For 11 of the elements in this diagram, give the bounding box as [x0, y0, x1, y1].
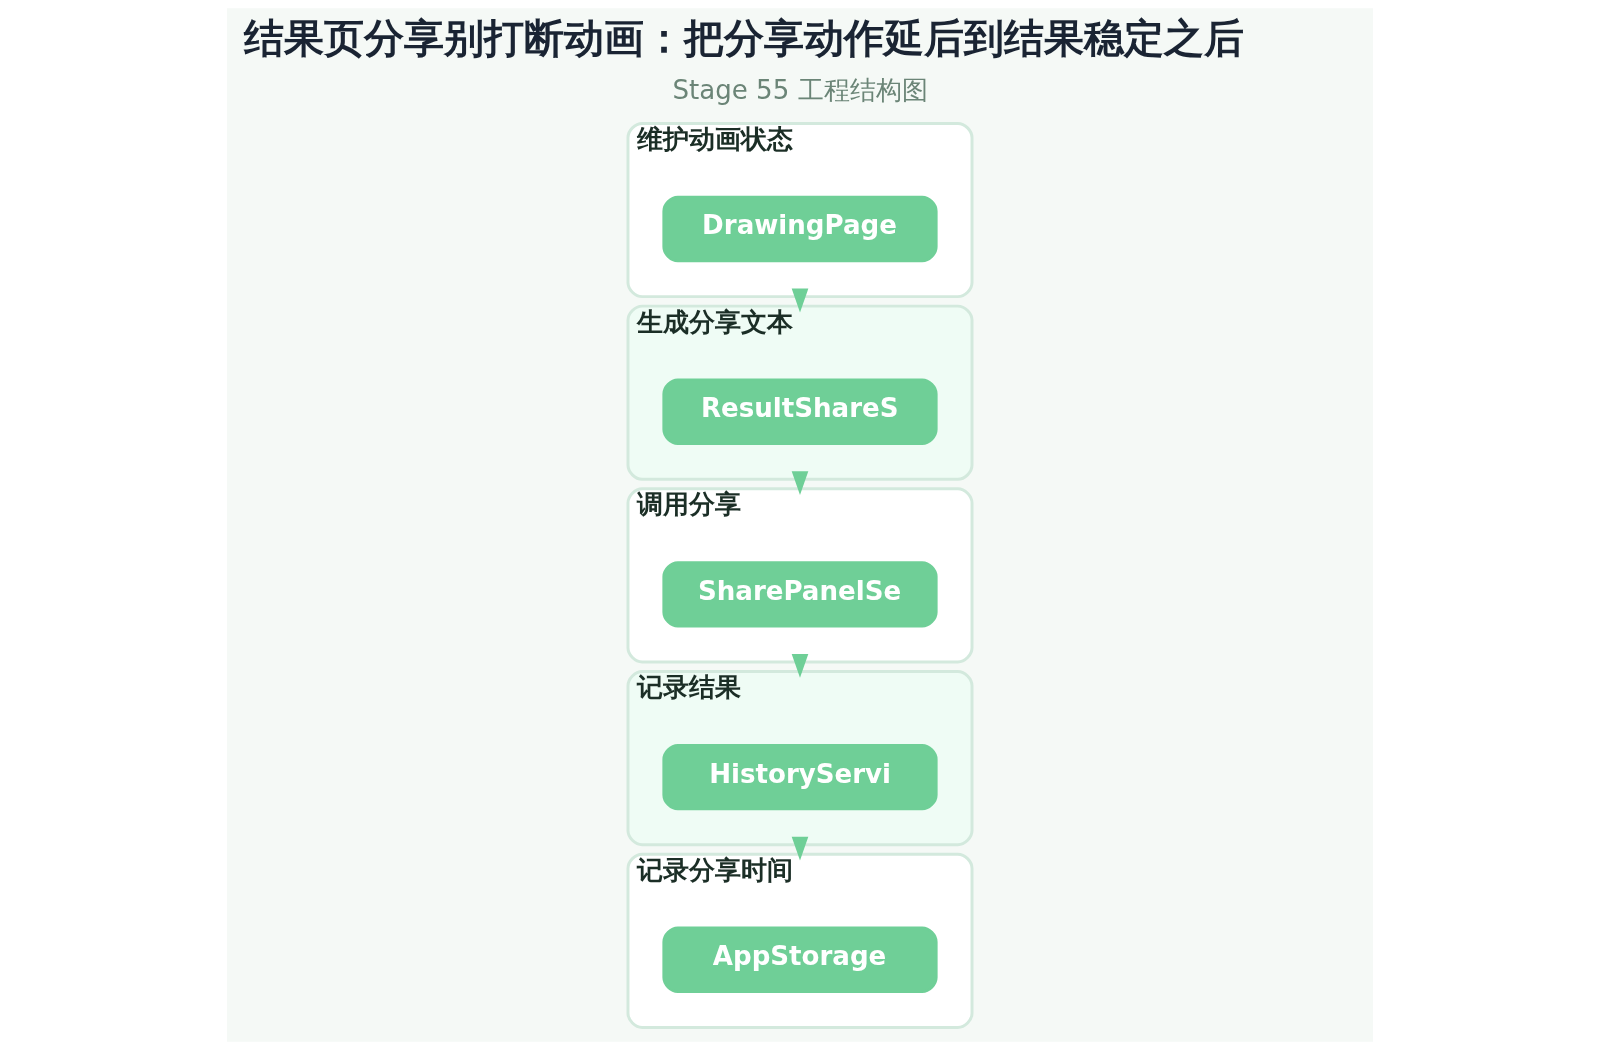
arrow — [791, 471, 809, 496]
arrow — [791, 836, 809, 861]
node-box: ResultShareS — [662, 378, 938, 445]
node-box: SharePanelSe — [662, 561, 938, 628]
diagram-title: 结果页分享别打断动画：把分享动作延后到结果稳定之后 — [243, 14, 1244, 62]
arrow — [791, 654, 809, 678]
node-box: HistoryServi — [662, 743, 938, 811]
node-box: AppStorage — [662, 926, 938, 993]
label: Stage 55 工程结构图 — [672, 75, 928, 106]
arrow — [791, 288, 809, 313]
node-box: DrawingPage — [662, 195, 938, 263]
